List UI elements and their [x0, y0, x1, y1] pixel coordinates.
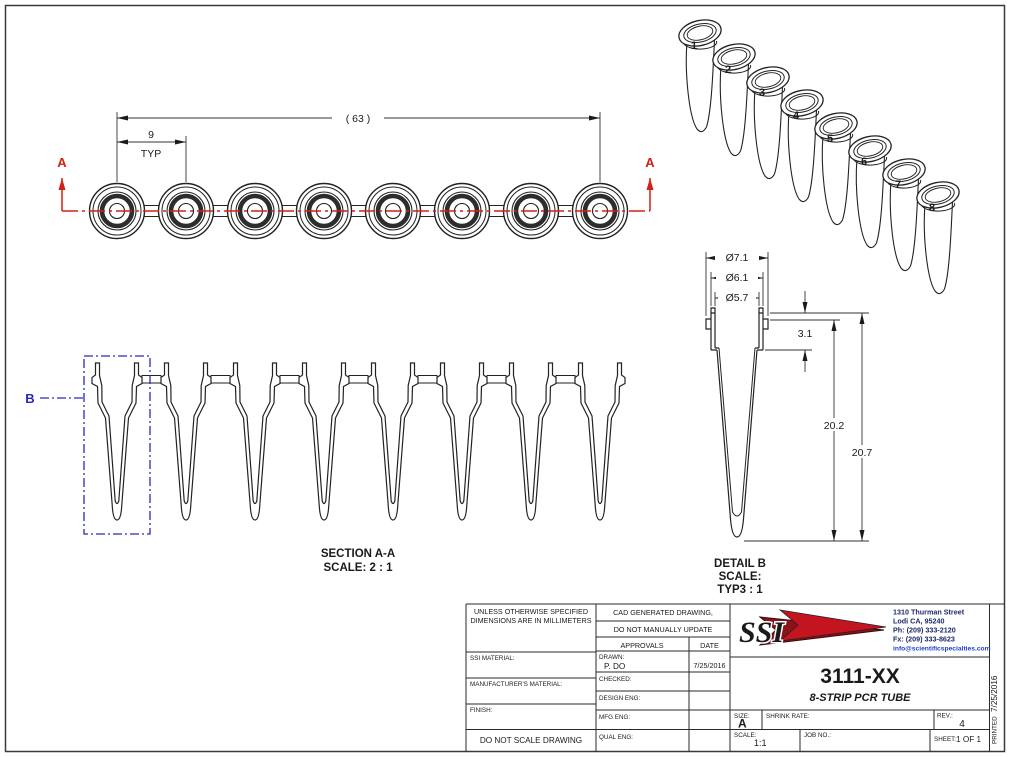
title-block-grid — [465, 603, 1005, 752]
printed-label: PRINTED — [992, 716, 999, 744]
top-view: A A ( 63 ) 9 TYP — [57, 110, 655, 239]
section-scale: SCALE: 2 : 1 — [323, 562, 393, 574]
spec-note-line2: DIMENSIONS ARE IN MILLIMETERS — [470, 616, 591, 625]
dim-text-mask — [847, 445, 877, 458]
printed-date: 7/25/2016 — [990, 675, 999, 712]
sheet-value: 1 OF 1 — [956, 735, 981, 744]
address-line4: Fx: (209) 333-8623 — [893, 635, 955, 644]
size-value: A — [738, 717, 747, 731]
mfg-eng-label: MFG ENG: — [599, 714, 630, 721]
isometric-view: 1 2 3 4 5 6 7 8 — [675, 15, 963, 295]
rev-label: REV.: — [937, 713, 953, 720]
size-label: SIZE: — [734, 713, 750, 720]
pitch-dim: 9 — [148, 129, 154, 141]
tube-number-3: 3 — [759, 87, 765, 99]
date-header: DATE — [700, 641, 719, 650]
address-email: info@scientificspecialties.com — [893, 646, 991, 653]
dim-text-mask — [716, 269, 758, 282]
ssi-logo: SSI — [738, 609, 887, 651]
ssi-material-label: SSI MATERIAL: — [470, 655, 515, 662]
drawn-name: P. DO — [604, 662, 625, 671]
detail-view: Ø7.1 Ø6.1 Ø5.7 3.1 20.2 20.7 DETAIL B SC… — [705, 249, 877, 596]
address-line3: Ph: (209) 333-2120 — [893, 626, 956, 635]
dia-outer-dim: Ø6.1 — [726, 272, 749, 284]
design-eng-label: DESIGN ENG: — [599, 695, 641, 702]
scale-value: 1:1 — [754, 738, 767, 748]
detail-tube-outline — [705, 307, 769, 538]
part-number: 3111-XX — [820, 665, 899, 688]
scale-label: SCALE: — [734, 732, 757, 739]
title-block-text: UNLESS OTHERWISE SPECIFIED DIMENSIONS AR… — [470, 607, 999, 748]
dim-text-mask — [715, 249, 759, 262]
overall-length-dim: ( 63 ) — [346, 113, 371, 125]
cad-note-line2: DO NOT MANUALLY UPDATE — [614, 625, 713, 634]
tube-number-5: 5 — [827, 133, 833, 145]
approvals-header: APPROVALS — [620, 641, 663, 650]
detail-b-letter: B — [25, 391, 34, 406]
tube-number-8: 8 — [929, 202, 935, 214]
tube-number-6: 6 — [861, 156, 867, 168]
dim-text-mask — [332, 110, 384, 125]
ssi-logo-text: SSI — [739, 616, 785, 649]
finish-label: FINISH: — [470, 707, 493, 714]
section-view: B SECTION A-A SCALE: 2 : 1 — [25, 355, 626, 574]
body-depth-dim: 20.2 — [824, 420, 845, 432]
dim-text-mask — [718, 289, 756, 302]
collar-height-dim: 3.1 — [798, 328, 813, 340]
address-line1: 1310 Thurman Street — [893, 608, 965, 617]
tube-number-2: 2 — [725, 64, 731, 76]
total-height-dim: 20.7 — [852, 447, 873, 459]
spec-note-line1: UNLESS OTHERWISE SPECIFIED — [474, 607, 588, 616]
section-label-a-right: A — [645, 155, 655, 170]
detail-title: DETAIL B — [714, 558, 766, 570]
section-cut-line — [58, 178, 654, 212]
sheet-label: SHEET: — [934, 736, 956, 743]
part-title: 8-STRIP PCR TUBE — [809, 692, 911, 704]
rev-value: 4 — [959, 719, 965, 730]
cad-note-line1: CAD GENERATED DRAWING, — [613, 608, 713, 617]
detail-scale-value: TYP3 : 1 — [717, 584, 763, 596]
dia-inner-dim: Ø5.7 — [726, 292, 749, 304]
drawn-date: 7/25/2016 — [694, 661, 726, 670]
no-scale-note: DO NOT SCALE DRAWING — [480, 736, 582, 745]
shrink-rate-label: SHRINK RATE: — [766, 713, 810, 720]
checked-label: CHECKED: — [599, 676, 632, 683]
tube-number-1: 1 — [691, 40, 697, 52]
job-no-label: JOB NO.: — [804, 732, 831, 739]
tube-number-4: 4 — [793, 110, 800, 122]
detail-scale-label: SCALE: — [719, 571, 762, 583]
mfr-material-label: MANUFACTURER'S MATERIAL: — [470, 681, 563, 688]
detail-b-boundary — [83, 355, 151, 535]
dia-flange-dim: Ø7.1 — [726, 252, 749, 264]
tube-number-7: 7 — [895, 179, 901, 191]
dim-text-mask — [819, 418, 849, 431]
section-title: SECTION A-A — [321, 548, 395, 560]
section-label-a-left: A — [57, 155, 67, 170]
pitch-typ-label: TYP — [141, 148, 161, 160]
drawn-label: DRAWN: — [599, 654, 625, 661]
qual-eng-label: QUAL ENG: — [599, 734, 633, 741]
address-line2: Lodi CA, 95240 — [893, 617, 945, 626]
